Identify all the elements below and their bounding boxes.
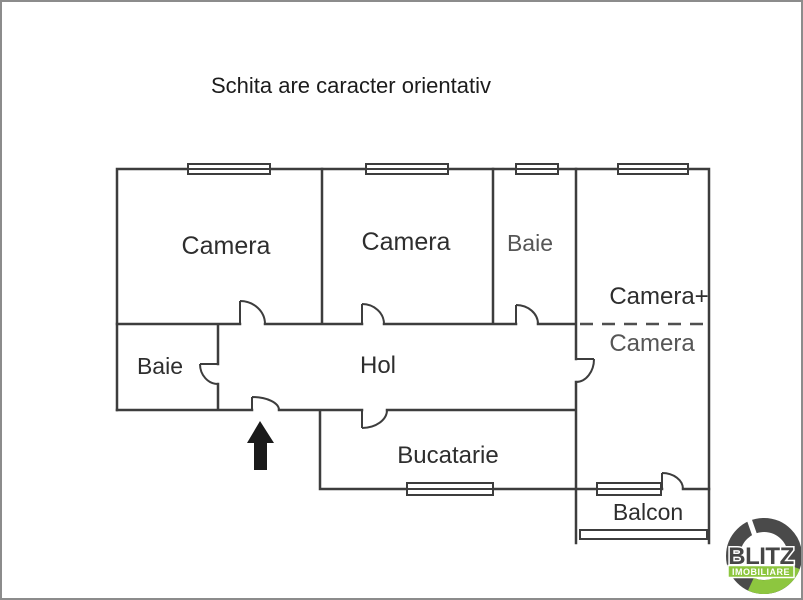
room-label-camera-right: Camera: [609, 330, 695, 357]
disclaimer-title: Schita are caracter orientativ: [211, 73, 491, 98]
door-icon: [199, 363, 219, 385]
window-icon: [515, 163, 559, 175]
room-label-camera-top-left: Camera: [182, 232, 271, 260]
logo-tagline-text: IMOBILIARE: [732, 567, 790, 577]
entrance-arrow-icon: [247, 421, 274, 470]
door-icon: [361, 409, 388, 429]
room-label-camera-middle: Camera: [362, 228, 451, 256]
window-icon: [596, 482, 662, 496]
room-label-balcon: Balcon: [613, 499, 683, 525]
room-label-baie-left: Baie: [137, 353, 183, 379]
window-icon: [365, 163, 449, 175]
door-icon: [515, 304, 539, 325]
room-label-baie-top: Baie: [507, 230, 553, 256]
door-icon: [361, 303, 385, 325]
logo-ring-notch: [745, 515, 758, 537]
walls: [115, 167, 711, 545]
door-icon: [239, 300, 266, 325]
door-icon: [251, 396, 280, 411]
door-icon: [661, 472, 684, 490]
room-label-camera-plus: Camera+: [609, 283, 708, 310]
window-icon: [617, 163, 689, 175]
balcony-railing: [579, 529, 708, 540]
doors: [199, 300, 684, 490]
agency-logo: BLITZ IMOBILIARE: [726, 515, 801, 594]
window-icon: [187, 163, 271, 175]
window-icon: [406, 482, 494, 496]
logo-tagline-banner: [727, 564, 795, 579]
door-icon: [575, 358, 595, 383]
room-label-hol: Hol: [360, 352, 396, 379]
room-label-bucatarie: Bucatarie: [397, 442, 498, 469]
